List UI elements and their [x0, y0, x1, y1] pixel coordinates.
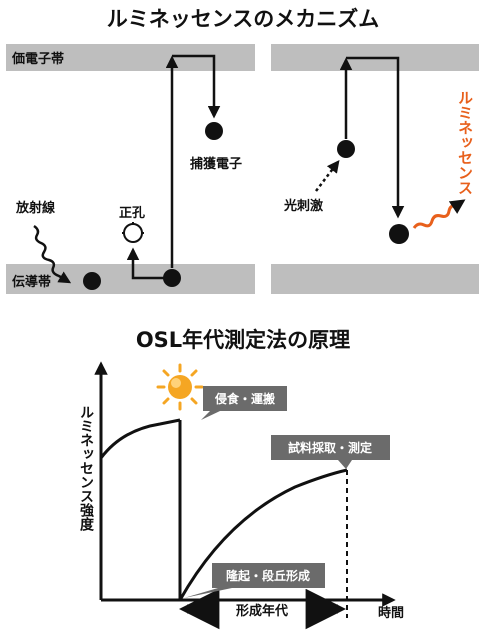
accumulation-curve-before [99, 418, 181, 459]
uplift-callout: 隆起・段丘形成 [184, 563, 325, 598]
trapped-electron-label: 捕獲電子 [190, 156, 242, 172]
hole-path-arrow [126, 247, 166, 280]
hole-label: 正孔 [119, 206, 145, 221]
radiation-label: 放射線 [15, 200, 56, 216]
y-axis-label: ルミネッセンス強度 [78, 405, 94, 532]
light-stimulation-label: 光刺激 [283, 198, 324, 214]
luminescence-label: ルミネッセンス [456, 90, 474, 195]
osl-title: OSL年代測定法の原理 [136, 328, 350, 352]
valence-band-label: 価電子帯 [11, 51, 64, 67]
hole-symbol [123, 223, 143, 243]
recombined-electron [389, 224, 409, 244]
erosion-label: 侵食・運搬 [214, 391, 275, 406]
x-axis-label: 時間 [378, 605, 404, 621]
uplift-label: 隆起・段丘形成 [226, 568, 310, 583]
luminescence-wave-arrow [412, 199, 466, 229]
period-label: 形成年代 [236, 603, 288, 619]
erosion-callout: 侵食・運搬 [201, 386, 287, 420]
excited-electron-left [163, 269, 181, 287]
accumulation-curve-after [178, 468, 348, 601]
trapped-electron [205, 122, 223, 140]
mechanism-title: ルミネッセンスのメカニズム [107, 7, 380, 31]
conduction-band-label: 伝導帯 [12, 274, 51, 290]
recombination-arrow [346, 56, 405, 219]
stimulation-dotted-arrow [315, 160, 340, 192]
conduction-band-right [271, 264, 479, 294]
trapped-electron-right [337, 140, 355, 158]
radiation-wave-arrow [33, 224, 72, 284]
conduction-band-left [6, 264, 255, 294]
trap-arrow [172, 54, 221, 119]
sun-icon [156, 363, 204, 411]
conduction-electron-left [83, 272, 101, 290]
sampling-callout: 試料採取・測定 [271, 435, 390, 469]
sampling-label: 試料採取・測定 [288, 440, 372, 455]
